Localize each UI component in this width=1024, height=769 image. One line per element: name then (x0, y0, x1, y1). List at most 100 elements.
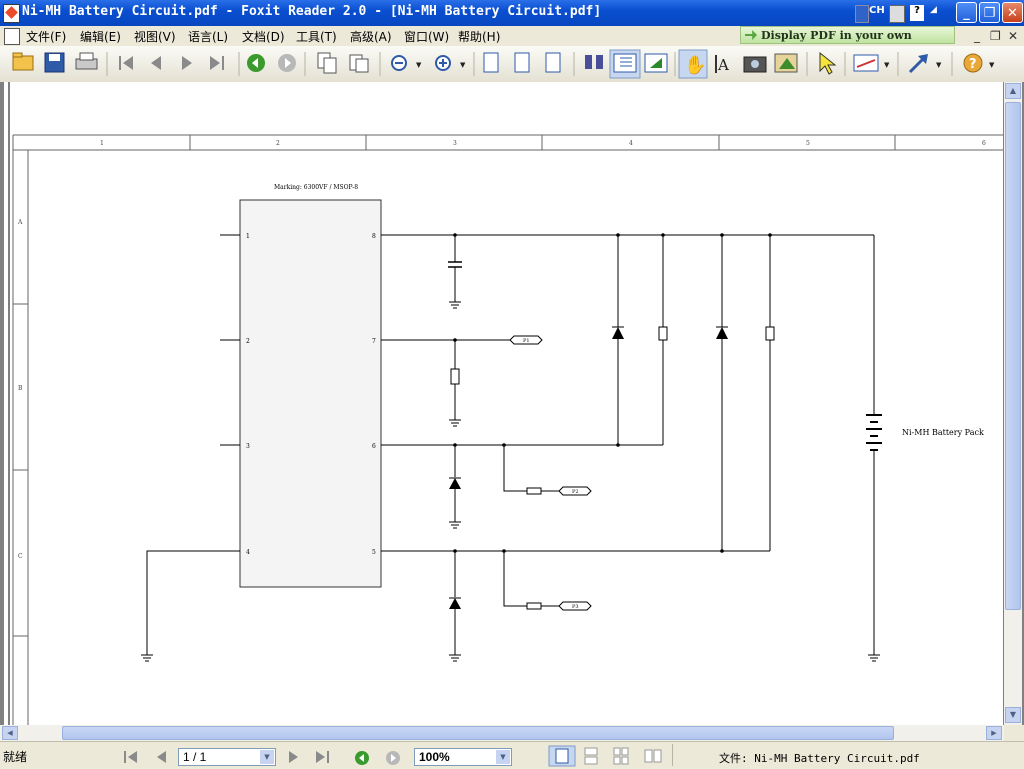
horizontal-scroll-thumb[interactable] (62, 726, 894, 740)
grid-col-label: 2 (276, 140, 280, 147)
save-icon[interactable] (44, 52, 65, 73)
continuous-facing-icon[interactable] (644, 749, 653, 763)
hand-tool-icon[interactable]: ✋ (684, 54, 706, 76)
link-arrow-icon[interactable] (908, 54, 928, 74)
fit-width-icon[interactable] (545, 52, 561, 73)
port-label: P2 (572, 489, 579, 495)
menu-tools[interactable]: 工具(T) (296, 30, 337, 44)
pdf-page[interactable]: Marking: 6300VF / MSOP-8 Ni-MH Battery P… (10, 82, 1003, 725)
zoom-value: 100% (419, 750, 450, 764)
help-icon[interactable]: ? (963, 53, 983, 73)
layout-buttons (548, 745, 662, 767)
last-page-icon[interactable] (210, 56, 224, 70)
print-icon[interactable] (75, 52, 98, 70)
page-left-edge (4, 82, 8, 725)
snapshot-icon[interactable] (743, 56, 767, 73)
pin-label: 3 (246, 443, 250, 450)
status-prev-page-icon[interactable] (157, 751, 166, 763)
doc-minimize-button[interactable]: _ (974, 29, 980, 43)
pin-label: 6 (372, 443, 376, 450)
image-icon[interactable] (774, 53, 798, 73)
select-icon[interactable] (819, 51, 837, 75)
scroll-down-button[interactable]: ▼ (1005, 707, 1021, 723)
horizontal-scrollbar[interactable]: ◀ ▶ (0, 725, 1004, 741)
doc-restore-button[interactable]: ❐ (990, 29, 1001, 43)
actual-size-icon[interactable] (483, 52, 499, 73)
status-ready: 就绪 (3, 750, 28, 764)
pin-label: 4 (246, 549, 250, 556)
first-page-icon[interactable] (119, 56, 133, 70)
thumbnail-icon[interactable] (644, 53, 668, 73)
port-label: P3 (572, 604, 579, 610)
copy-icon[interactable] (317, 52, 337, 74)
status-bar (0, 741, 1024, 769)
scroll-left-button[interactable]: ◀ (2, 726, 18, 740)
status-divider (672, 744, 673, 766)
page-number-field[interactable]: 1 / 1 ▼ (178, 748, 276, 766)
schematic: Marking: 6300VF / MSOP-8 Ni-MH Battery P… (12, 134, 1003, 725)
menu-advanced[interactable]: 高级(A) (350, 30, 392, 44)
open-icon[interactable] (12, 52, 34, 71)
pdf-app-icon[interactable] (3, 4, 20, 23)
scroll-right-button[interactable]: ▶ (986, 726, 1002, 740)
scroll-corner (1004, 725, 1024, 741)
doc-close-button[interactable]: ✕ (1008, 29, 1019, 43)
grid-col-label: 5 (806, 140, 810, 147)
typewriter-icon[interactable] (853, 54, 879, 72)
facing-icon[interactable] (613, 747, 621, 756)
close-button[interactable]: ✕ (1002, 2, 1023, 23)
doc-icon[interactable] (4, 28, 20, 45)
ime-icon[interactable] (855, 5, 869, 23)
menu-view[interactable]: 视图(V) (134, 30, 176, 44)
rotate-icon[interactable] (349, 54, 369, 73)
pin-label: 2 (246, 338, 250, 345)
prev-page-icon[interactable] (151, 56, 161, 70)
status-next-page-icon[interactable] (289, 751, 298, 763)
select-text-icon[interactable]: A (715, 55, 729, 74)
scroll-up-button[interactable]: ▲ (1005, 83, 1021, 99)
status-first-page-icon[interactable] (124, 751, 137, 763)
ime-arrow-icon[interactable]: ◢ (930, 5, 937, 15)
grid-row-label: C (18, 553, 23, 560)
page-dropdown-icon[interactable]: ▼ (260, 750, 274, 764)
svg-text:▼: ▼ (460, 61, 466, 69)
menu-edit[interactable]: 编辑(E) (80, 30, 121, 44)
keyboard-icon[interactable] (889, 5, 905, 23)
promo-banner[interactable]: Display PDF in your own applications (740, 26, 955, 60)
menu-help[interactable]: 帮助(H) (458, 30, 501, 44)
fit-page-icon[interactable] (514, 52, 530, 73)
zoom-out-icon[interactable] (391, 55, 407, 71)
arrow-icon (745, 30, 757, 40)
vertical-scrollbar[interactable]: ▲ ▼ (1004, 82, 1022, 725)
toolbar-icons: ▼ ▼ ✋ A ▼ ▼ ? ▼ (12, 49, 995, 79)
vertical-scroll-thumb[interactable] (1005, 102, 1021, 610)
zoom-field[interactable]: 100% ▼ (414, 748, 512, 766)
menu-file[interactable]: 文件(F) (26, 30, 67, 44)
zoom-dropdown-icon[interactable]: ▼ (496, 750, 510, 764)
page-number-value: 1 / 1 (183, 750, 207, 764)
menu-window[interactable]: 窗口(W) (404, 30, 450, 44)
minimize-button[interactable]: _ (956, 2, 977, 23)
port-label: P1 (523, 338, 530, 344)
status-last-page-icon[interactable] (316, 751, 329, 763)
pin-label: 5 (372, 549, 376, 556)
help-ime-icon[interactable]: ? (910, 5, 924, 21)
pin-label: 1 (246, 233, 250, 240)
menu-document[interactable]: 文档(D) (242, 30, 285, 44)
find-icon[interactable] (585, 55, 603, 69)
svg-text:A: A (717, 56, 729, 74)
grid-row-label: B (18, 385, 23, 392)
svg-text:▼: ▼ (989, 61, 995, 69)
ime-lang[interactable]: CH (869, 5, 885, 16)
window-title: Ni-MH Battery Circuit.pdf - Foxit Reader… (22, 4, 602, 19)
svg-text:▼: ▼ (416, 61, 422, 69)
maximize-button[interactable]: ❐ (979, 2, 1000, 23)
title-bar: Ni-MH Battery Circuit.pdf - Foxit Reader… (0, 0, 1024, 26)
menu-language[interactable]: 语言(L) (188, 30, 229, 44)
svg-text:▼: ▼ (884, 61, 890, 69)
bookmarks-icon[interactable] (613, 53, 637, 73)
next-page-icon[interactable] (182, 56, 192, 70)
zoom-in-icon[interactable] (435, 55, 451, 71)
continuous-icon[interactable] (584, 747, 598, 756)
battery-label: Ni-MH Battery Pack (902, 428, 984, 437)
